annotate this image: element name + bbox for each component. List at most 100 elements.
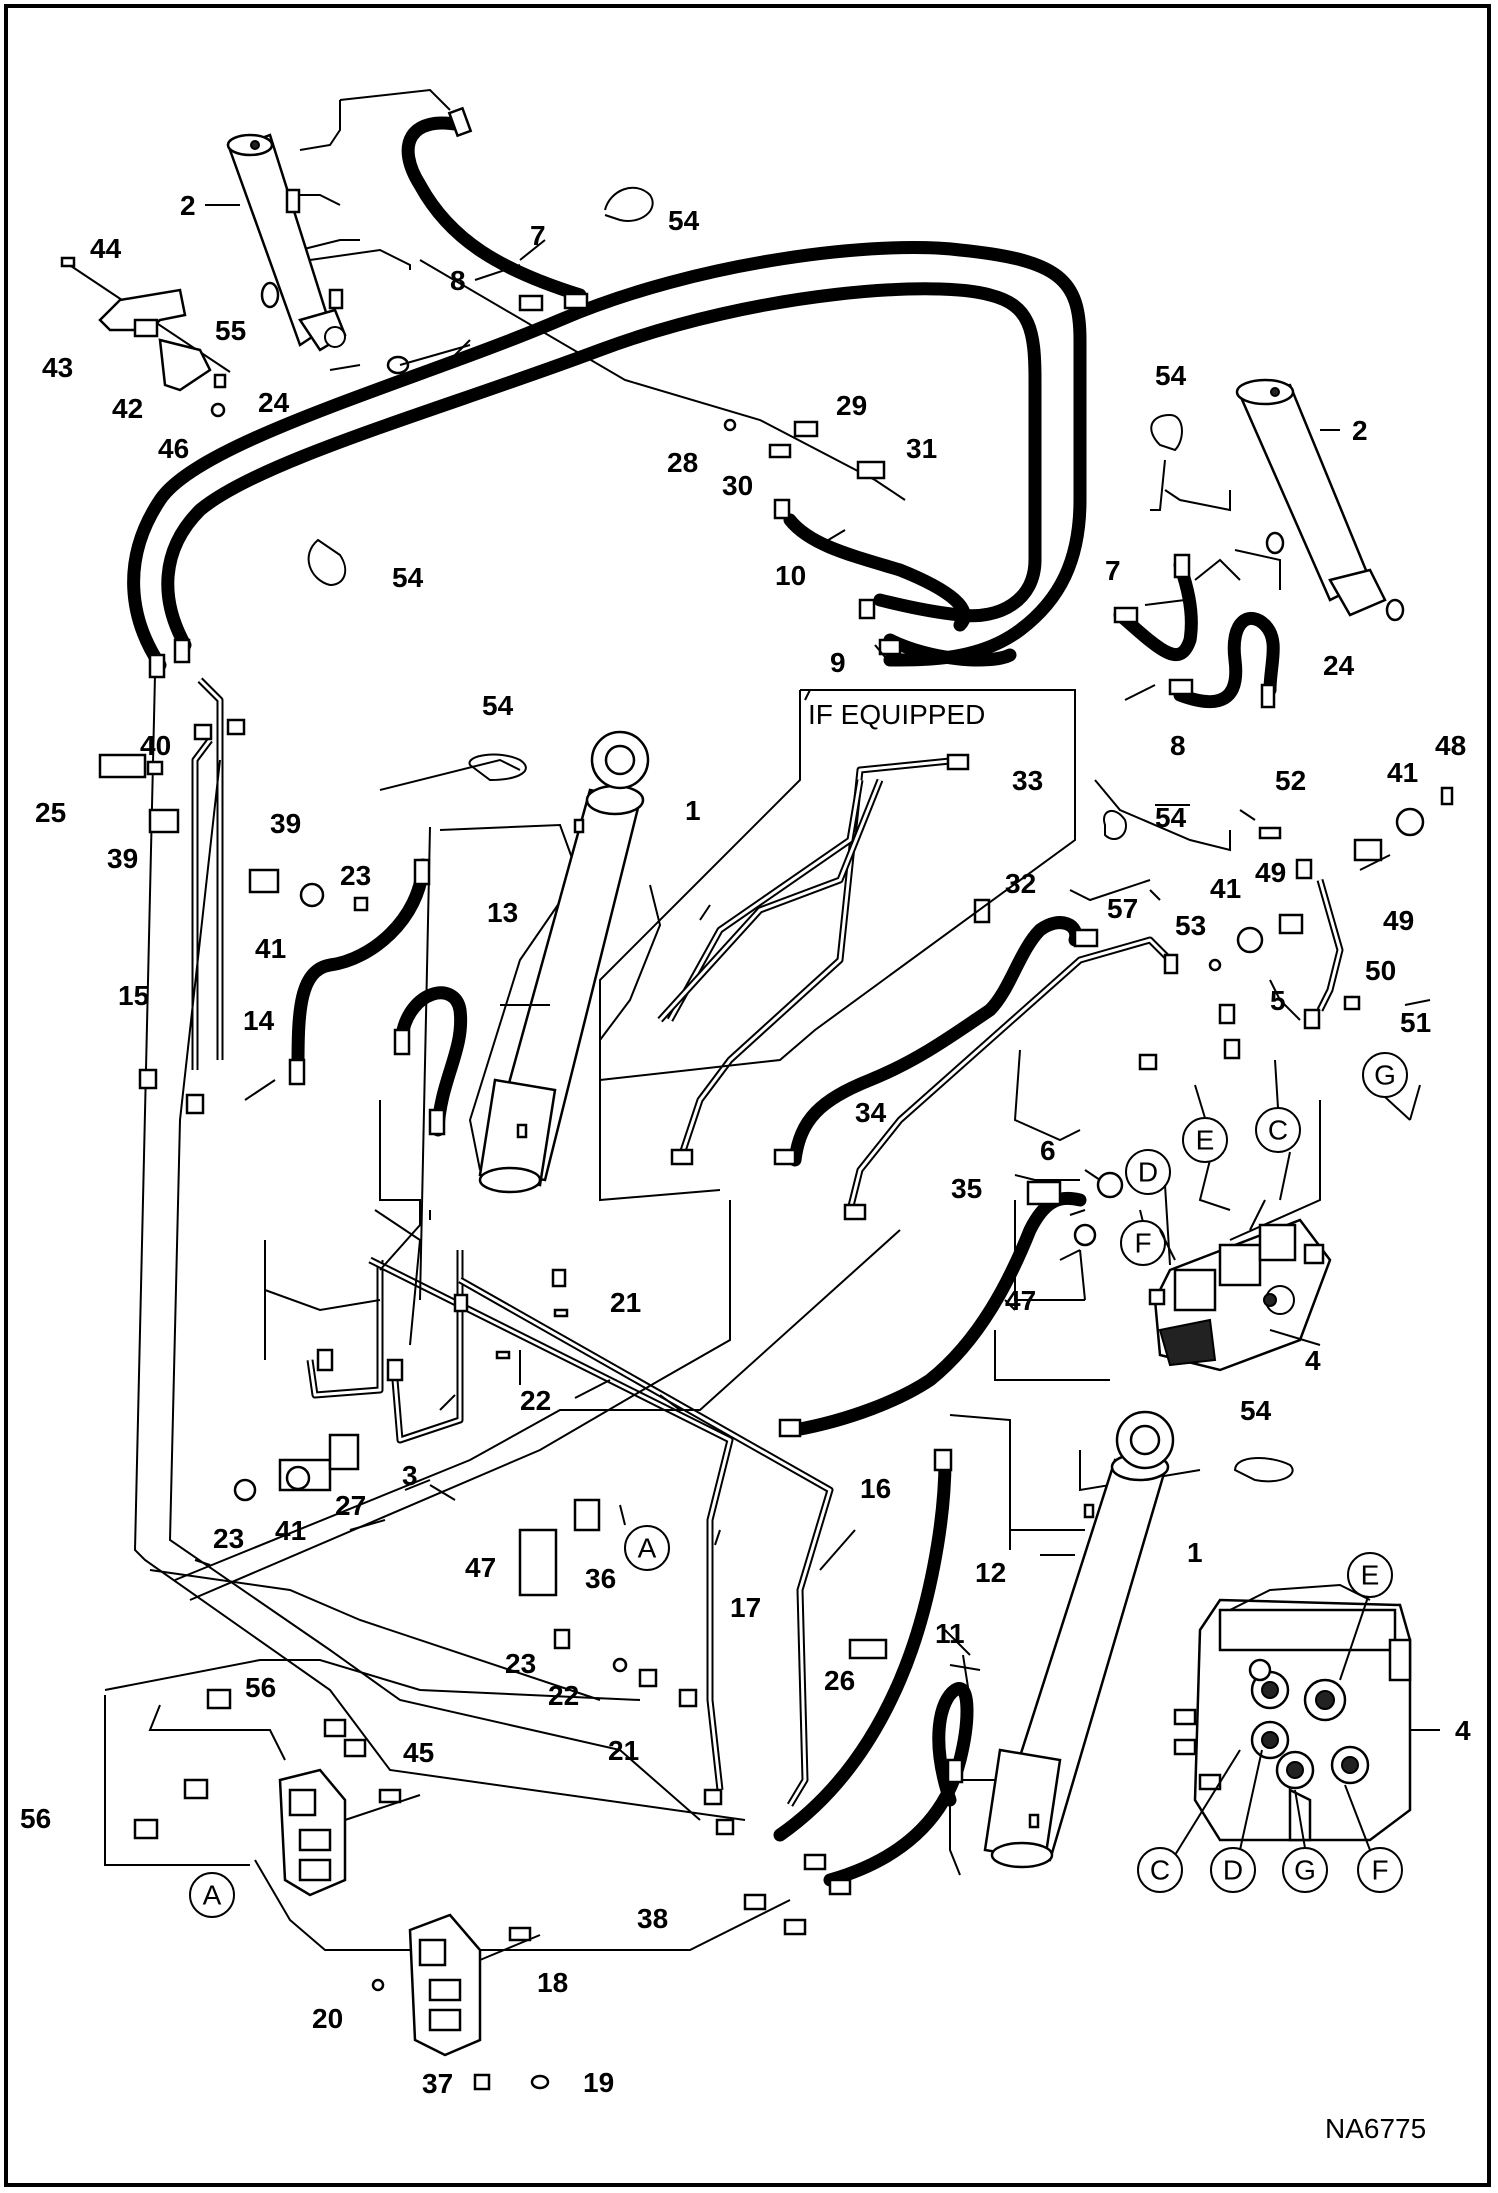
label-41-right: 41 [1210, 873, 1241, 904]
label-7-top: 7 [530, 220, 546, 251]
tubes [191, 677, 1344, 1807]
label-30: 30 [722, 470, 753, 501]
hose-35 [788, 1191, 1087, 1437]
label-54-right-mid: 54 [1155, 802, 1187, 833]
label-5: 5 [1270, 985, 1286, 1016]
hose-9 [883, 633, 1017, 667]
label-25: 25 [35, 797, 66, 828]
label-24-left: 24 [258, 387, 290, 418]
label-9: 9 [830, 647, 846, 678]
port-callouts: C D E F G A A C D G F E [189, 1052, 1421, 1918]
label-3: 3 [402, 1460, 418, 1491]
label-28: 28 [667, 447, 698, 478]
port-circle-f-upper [1120, 1220, 1166, 1266]
hose-7-right [1113, 558, 1198, 662]
label-54-left: 54 [392, 562, 424, 593]
label-13: 13 [487, 897, 518, 928]
hose-loop-outer [127, 241, 1087, 672]
label-8-top: 8 [450, 265, 466, 296]
label-1-lower: 1 [1187, 1537, 1203, 1568]
label-26: 26 [824, 1665, 855, 1696]
hose-11 [823, 1681, 974, 1887]
label-12: 12 [975, 1557, 1006, 1588]
hose-loop-inner [161, 282, 1042, 652]
port-circle-f-lower [1357, 1847, 1403, 1893]
label-42: 42 [112, 393, 143, 424]
port-f-lower: F [1371, 1855, 1388, 1886]
port-circle-c-lower [1137, 1847, 1183, 1893]
label-24-right: 24 [1323, 650, 1355, 681]
port-a-lower: A [203, 1880, 222, 1911]
if-equipped-note: IF EQUIPPED [808, 699, 985, 730]
label-52: 52 [1275, 765, 1306, 796]
label-2-right: 2 [1352, 415, 1368, 446]
label-2-left: 2 [180, 190, 196, 221]
port-e-upper: E [1196, 1125, 1215, 1156]
hose-10 [783, 513, 971, 632]
label-39-right: 39 [270, 808, 301, 839]
label-39-left: 39 [107, 843, 138, 874]
label-49-right: 49 [1383, 905, 1414, 936]
hose-13a [291, 858, 430, 1072]
label-7-right: 7 [1105, 555, 1121, 586]
label-37: 37 [422, 2068, 453, 2099]
port-e-lower: E [1361, 1560, 1380, 1591]
label-57: 57 [1107, 893, 1138, 924]
figure-code: NA6775 [1325, 2113, 1426, 2144]
label-21-bottom: 21 [608, 1735, 639, 1766]
label-50: 50 [1365, 955, 1396, 986]
cylinder-1-center [478, 730, 650, 1194]
port-c-upper: C [1268, 1115, 1288, 1146]
label-19: 19 [583, 2067, 614, 2098]
label-14: 14 [243, 1005, 275, 1036]
part-labels: 2 2 1 1 3 4 4 5 6 7 7 8 8 9 10 11 12 13 … [20, 190, 1471, 2144]
label-11: 11 [935, 1618, 965, 1649]
hose-12 [773, 1453, 952, 1842]
label-46: 46 [158, 433, 189, 464]
left-cylinder-2 [226, 133, 410, 375]
label-41-far: 41 [1387, 757, 1418, 788]
label-1-center: 1 [685, 795, 701, 826]
label-32: 32 [1005, 868, 1036, 899]
label-18: 18 [537, 1967, 568, 1998]
label-54-top: 54 [668, 205, 700, 236]
label-34: 34 [855, 1097, 887, 1128]
port-circle-a-lower [189, 1872, 235, 1918]
label-51: 51 [1400, 1007, 1431, 1038]
label-47-left: 47 [465, 1552, 496, 1583]
valve-4-lower [1173, 1583, 1412, 1842]
port-circle-d-lower [1210, 1847, 1256, 1893]
label-53: 53 [1175, 910, 1206, 941]
cylinder-1-lower [983, 1410, 1175, 1869]
label-23-mid: 23 [213, 1523, 244, 1554]
label-23-bottom: 23 [505, 1648, 536, 1679]
tie-straps [307, 186, 1294, 1483]
label-15: 15 [118, 980, 149, 1011]
hose-13b [395, 986, 468, 1137]
label-33: 33 [1012, 765, 1043, 796]
label-43: 43 [42, 352, 73, 383]
label-41-mid: 41 [275, 1515, 306, 1546]
label-6: 6 [1040, 1135, 1056, 1166]
label-27: 27 [335, 1490, 366, 1521]
port-a-mid: A [638, 1533, 657, 1564]
label-31: 31 [906, 433, 937, 464]
valve-4-upper [1148, 1218, 1332, 1372]
port-f-upper: F [1134, 1228, 1151, 1259]
label-22-top: 22 [520, 1385, 551, 1416]
if-equipped-region [599, 689, 1076, 1082]
diagram-frame [4, 4, 1491, 2187]
port-circle-a-mid [624, 1525, 670, 1571]
port-g-lower: G [1294, 1855, 1316, 1886]
hose-34 [788, 916, 1083, 1167]
label-56-lower: 56 [20, 1803, 51, 1834]
port-d-lower: D [1223, 1855, 1243, 1886]
label-21-top: 21 [610, 1287, 641, 1318]
label-38: 38 [637, 1903, 668, 1934]
routing-lines [104, 88, 1321, 1951]
label-41-left: 41 [255, 933, 286, 964]
bracket-assembly [60, 256, 231, 418]
label-54-right-top: 54 [1155, 360, 1187, 391]
label-40: 40 [140, 730, 171, 761]
